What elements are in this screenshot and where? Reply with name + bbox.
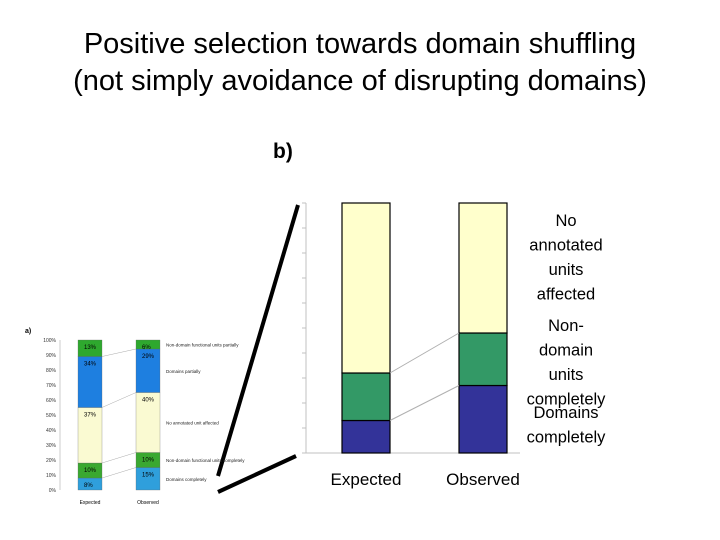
panel-b-bar-segment <box>458 332 508 387</box>
panel-a-bar-segment <box>135 339 161 350</box>
panel-a-label: a) <box>25 328 31 335</box>
panel-a-legend-label: No annotated unit affected <box>166 421 219 426</box>
slide-title-line-2: (not simply avoidance of disrupting doma… <box>73 65 647 97</box>
panel-b-bar-segment <box>458 384 508 454</box>
panel-a-data-label: 29% <box>142 354 155 360</box>
panel-a-y-tick-label: 60% <box>46 398 57 404</box>
panel-a-y-tick-label: 10% <box>46 473 57 479</box>
panel-a-bar-segment <box>77 356 103 408</box>
panel-a-segment-connector <box>101 467 137 479</box>
panel-a-legend-label: Non-domain functional units partially <box>166 343 239 348</box>
panel-a-data-label: 8% <box>84 483 93 489</box>
panel-a-legend-label: Domains completely <box>166 477 207 482</box>
panel-a-data-label: 10% <box>84 468 97 474</box>
panel-b-label: b) <box>273 140 293 163</box>
panel-a-data-label: 15% <box>142 473 155 479</box>
panel-a-y-tick-label: 20% <box>46 458 57 464</box>
panel-b-category-label: Observed <box>446 470 520 489</box>
panel-a-data-label: 40% <box>142 398 155 404</box>
panel-a-segment-connector <box>101 452 137 464</box>
panel-a-y-tick-label: 0% <box>49 488 57 494</box>
zoom-connector-top <box>216 204 300 477</box>
panel-a-legend-label: Domains partially <box>166 369 201 374</box>
panel-a-data-label: 13% <box>84 345 97 351</box>
panel-a-data-label: 10% <box>142 458 155 464</box>
panel-a-y-tick-label: 90% <box>46 353 57 359</box>
panel-a-bar-segment <box>77 407 103 464</box>
panel-b-category-label: Expected <box>331 470 402 489</box>
panel-b-bar-segment <box>458 202 508 334</box>
panel-a-segment-connector <box>101 392 137 408</box>
panel-a-y-tick-label: 30% <box>46 443 57 449</box>
panel-a-chart: a) 0% 10% 20% 30% 40% 50% 60% 70% 80% 90% 100% 8% 1… <box>25 328 245 506</box>
panel-a-y-tick-label: 70% <box>46 383 57 389</box>
panel-a-bar-segment <box>135 392 161 453</box>
panel-a-y-tick-label: 80% <box>46 368 57 374</box>
slide-title: Positive selection towards domain shuffl… <box>0 26 720 100</box>
panel-a-data-label: 34% <box>84 362 97 368</box>
panel-a-y-tick-label: 50% <box>46 413 57 419</box>
panel-a-bar-segment <box>135 467 161 491</box>
panel-b-bar-segment <box>341 419 391 454</box>
panel-b-segment-connector <box>389 332 460 374</box>
panel-a-category-label: Expected <box>80 500 101 506</box>
slide-title-line-1: Positive selection towards domain shuffl… <box>83 28 637 60</box>
panel-a-bar-segment <box>77 339 103 357</box>
panel-b-bar-segment <box>341 202 391 374</box>
panel-a-data-label: 6% <box>142 345 151 351</box>
panel-a-bar-segment <box>135 348 161 393</box>
panel-a-data-label: 37% <box>84 413 97 419</box>
panel-a-y-tick-label: 100% <box>43 338 56 344</box>
zoom-connector-bottom <box>217 454 297 494</box>
panel-b-segment-connector <box>389 385 460 421</box>
panel-a-y-tick-label: 40% <box>46 428 57 434</box>
panel-a-legend-label: Non-domain functional units completely <box>166 458 245 463</box>
panel-b-bar-segment <box>341 372 391 422</box>
panel-a-category-label: Observed <box>137 500 159 506</box>
panel-a-segment-connector <box>101 348 137 357</box>
